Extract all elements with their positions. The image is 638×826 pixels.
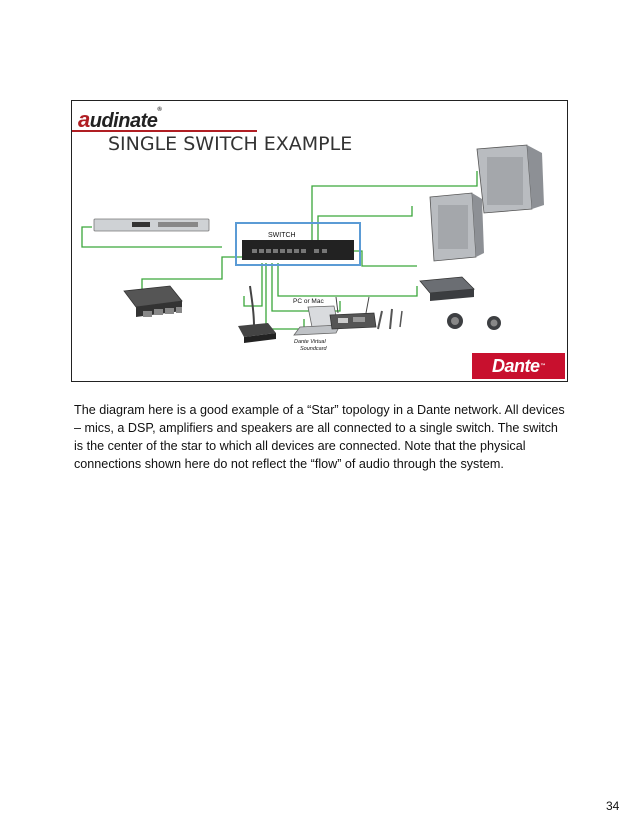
- switch-ports: [252, 249, 327, 253]
- wireless-receiver: [329, 296, 403, 330]
- slide-image: audinate® SINGLE SWITCH EXAMPLE: [71, 100, 568, 382]
- network-diagram: SWITCH PC or Mac Dante Virtual Soundcard: [81, 144, 544, 352]
- soundcard-label-line2: Soundcard: [300, 346, 328, 352]
- io-interface-box: [123, 285, 183, 317]
- switch-label: SWITCH: [268, 232, 296, 239]
- switch-outline: [235, 222, 361, 266]
- loudspeaker-top: [476, 144, 544, 214]
- amplifier: [419, 276, 475, 301]
- pc-label: PC or Mac: [293, 298, 324, 305]
- cable-mic: [243, 263, 263, 307]
- description-paragraph: The diagram here is a good example of a …: [74, 403, 565, 471]
- loudspeaker-mid: [429, 192, 484, 262]
- cable-speaker-mid: [317, 206, 413, 247]
- soundcard-label-line1: Dante Virtual: [294, 339, 326, 345]
- laptop-pc: PC or Mac Dante Virtual Soundcard: [293, 298, 341, 352]
- page-number: 34: [606, 799, 620, 813]
- cable-io-box: [141, 256, 254, 291]
- gooseneck-mic: [238, 285, 276, 343]
- audinate-logo: audinate®: [78, 107, 162, 132]
- slide-title: SINGLE SWITCH EXAMPLE: [108, 133, 353, 155]
- cable-speaker-top: [311, 171, 478, 247]
- dante-logo-text: Dante: [491, 355, 540, 376]
- cable-dsp: [81, 226, 222, 248]
- dsp-rack-unit: [93, 218, 210, 232]
- cable-amp: [277, 263, 418, 297]
- cable-pc: [265, 263, 305, 330]
- network-switch: [242, 240, 354, 260]
- cable-wireless: [271, 263, 341, 312]
- ceiling-speakers: [447, 313, 501, 330]
- red-rule: [72, 130, 257, 132]
